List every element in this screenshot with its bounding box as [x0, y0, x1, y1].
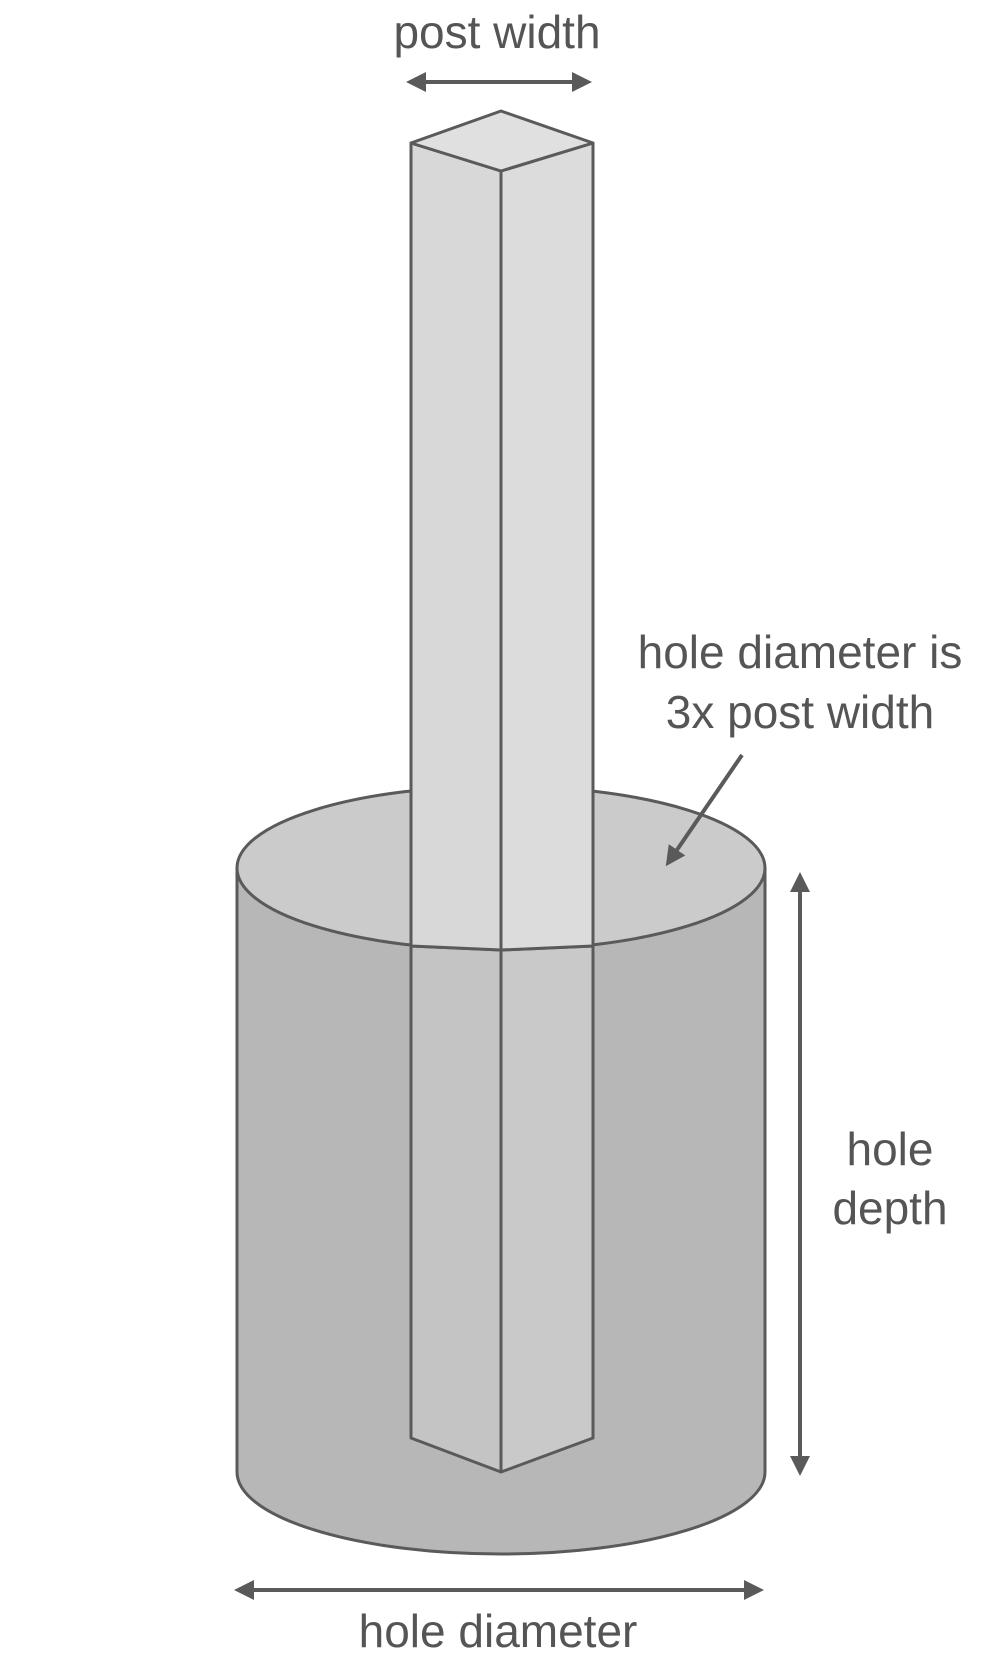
hole-diameter-note-line2: 3x post width [666, 686, 934, 738]
hole-diameter-label: hole diameter [359, 1605, 638, 1657]
post-in-hole-left-face [409, 944, 503, 1474]
hole-diameter-note-line1: hole diameter is [638, 626, 963, 678]
post-width-label: post width [393, 6, 600, 58]
hole-diameter-note-pointer [665, 753, 744, 867]
hole-depth-label-line2: depth [832, 1182, 947, 1234]
hole-depth-label-line1: hole [847, 1123, 934, 1175]
post-in-hole [409, 944, 595, 1474]
post-in-hole-right-face [499, 944, 595, 1474]
post-left-face [409, 141, 503, 952]
post-above-ground [409, 109, 595, 952]
post-top-face [409, 109, 595, 173]
post-right-face [499, 141, 595, 952]
